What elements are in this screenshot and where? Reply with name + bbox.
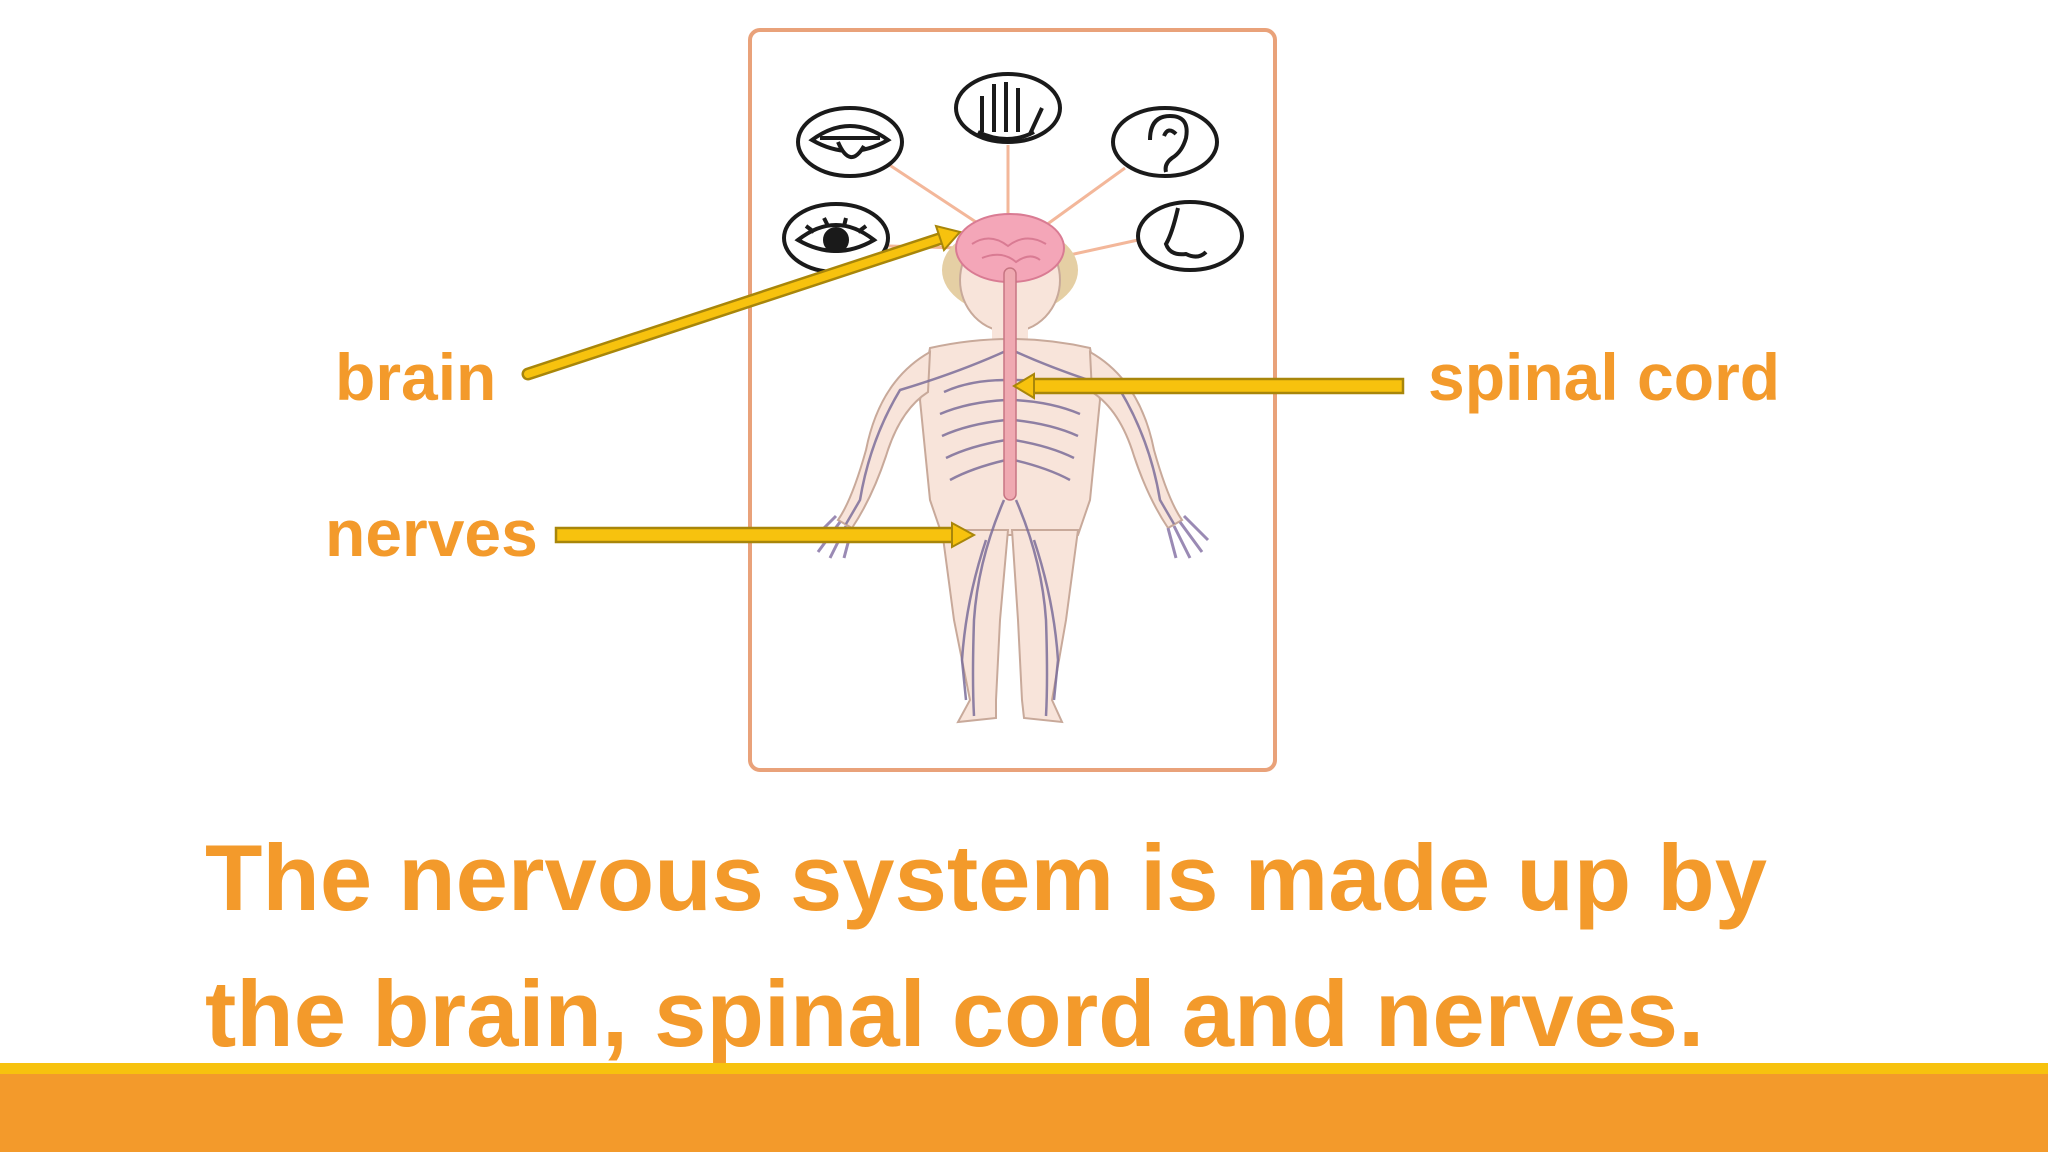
caption: The nervous system is made up by the bra… xyxy=(205,810,1985,1082)
nerves-label: nerves xyxy=(325,496,538,570)
ear-icon xyxy=(1111,106,1219,178)
brain-arrow xyxy=(521,224,962,381)
tongue-icon xyxy=(796,106,904,178)
brain-label: brain xyxy=(335,340,497,414)
nerves-arrow xyxy=(554,521,977,549)
nose-icon xyxy=(1136,200,1244,272)
spinal-cord-illustration xyxy=(1003,267,1017,501)
footer-bar xyxy=(0,1074,2048,1152)
footer-stripe xyxy=(0,1063,2048,1074)
spinal-cord-label: spinal cord xyxy=(1428,340,1781,414)
hand-icon xyxy=(954,72,1062,144)
caption-line-1: The nervous system is made up by xyxy=(205,825,1767,930)
spinal-cord-arrow xyxy=(1012,372,1405,400)
caption-line-2: the brain, spinal cord and nerves. xyxy=(205,961,1705,1066)
human-body-figure xyxy=(810,213,1210,724)
